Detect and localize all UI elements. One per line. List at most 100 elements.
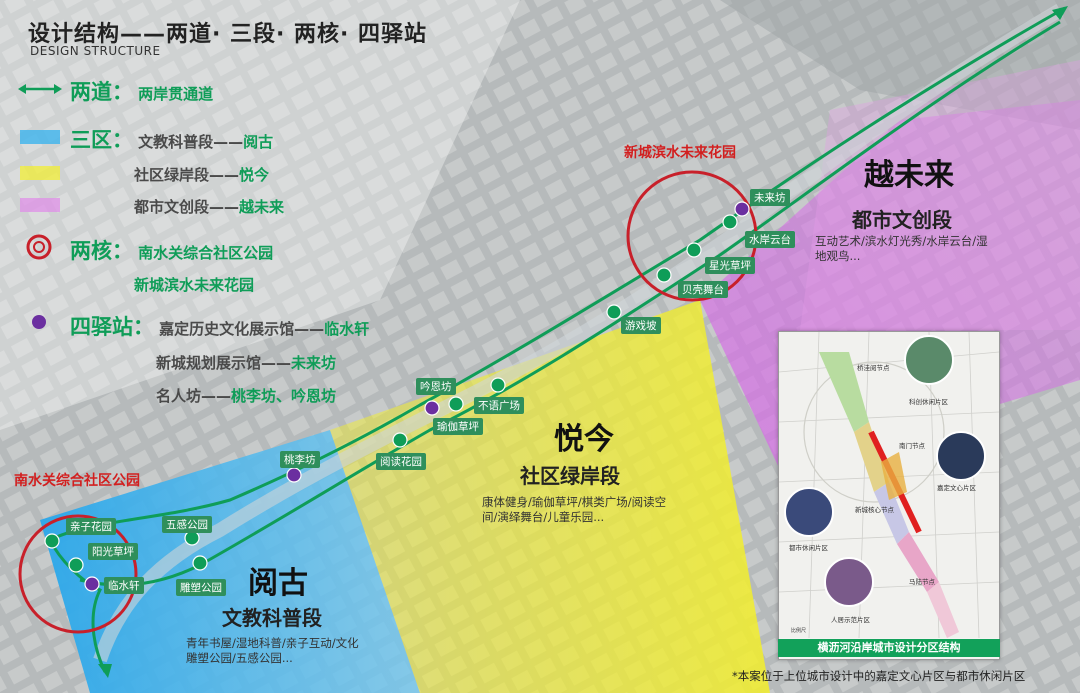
lane-arrow-ne <box>1052 6 1068 20</box>
node-label-yuedu: 阅读花园 <box>376 453 426 470</box>
inset-label-6: 都市休闲片区 <box>789 544 828 552</box>
node-dot-buyu <box>490 377 506 393</box>
legend-sections-key: 三区 <box>70 128 112 152</box>
legend-section-3-prefix: 都市文创段—— <box>134 198 240 216</box>
legend-lane-arrow-left <box>18 84 26 94</box>
legend-section-1: 文教科普段——阅古 <box>138 133 273 151</box>
legend-core-1: 南水关综合社区公园 <box>138 244 274 262</box>
node-label-yinen: 吟恩坊 <box>416 378 456 395</box>
legend-stations-key: 四驿站 <box>70 315 133 339</box>
inset-map: 比例尺 桥洼阅节点 科创休闲片区 南门节点 嘉定文心片区 新城核心节点 都市休闲… <box>778 331 1000 660</box>
legend-station-2-prefix: 新城规划展示馆—— <box>156 354 292 372</box>
zone-yuegu-desc: 青年书屋/湿地科普/亲子互动/文化 雕塑公园/五感公园... <box>186 636 359 665</box>
node-dot-yuedu <box>392 432 408 448</box>
node-dot-qinzi <box>44 533 60 549</box>
legend-station-1: 嘉定历史文化展示馆——临水轩 <box>159 320 369 338</box>
core-north-label: 新城滨水未来花园 <box>624 145 736 161</box>
legend-station-1-name: 临水轩 <box>324 320 370 338</box>
legend-sections: 三区： 文教科普段——阅古 <box>70 124 273 154</box>
legend-lanes-value: 两岸贯通道 <box>138 85 214 103</box>
zone-yuegu-wash <box>40 430 420 693</box>
node-label-shuian: 水岸云台 <box>745 231 795 248</box>
node-label-diaosu: 雕塑公园 <box>176 579 226 596</box>
legend-station-3-prefix: 名人坊—— <box>156 387 232 405</box>
node-dot-linshuixuan <box>84 576 100 592</box>
node-label-yujia: 瑜伽草坪 <box>433 418 483 435</box>
node-label-xingguang: 星光草坪 <box>705 257 755 274</box>
legend-core-ring-outer <box>26 234 52 260</box>
inset-label-7: 马陆节点 <box>909 578 935 586</box>
zone-yuejin-section: 社区绿岸段 <box>520 464 620 488</box>
zone-yueweilai-desc: 互动艺术/滨水灯光秀/水岸云台/湿 地观鸟... <box>815 234 988 263</box>
legend-section-2-prefix: 社区绿岸段—— <box>134 166 240 184</box>
legend-stations-colon: ： <box>133 315 154 339</box>
zone-yuejin-desc: 康体健身/瑜伽草坪/棋类广场/阅读空 间/演绎舞台/儿童乐园... <box>482 495 667 524</box>
node-dot-yinen <box>424 400 440 416</box>
node-dot-yujia <box>448 396 464 412</box>
core-south-label: 南水关综合社区公园 <box>14 473 140 489</box>
legend-station-dot <box>32 315 46 329</box>
inset-label-5: 新城核心节点 <box>855 506 894 514</box>
node-label-beike: 贝壳舞台 <box>678 281 728 298</box>
node-dot-shuian <box>722 214 738 230</box>
node-label-wugan: 五感公园 <box>162 516 212 533</box>
legend-cores: 两核： 南水关综合社区公园 <box>70 235 273 265</box>
node-dot-weilai <box>734 201 750 217</box>
svg-text:比例尺: 比例尺 <box>791 627 806 634</box>
legend-section-1-name: 阅古 <box>243 133 274 151</box>
legend-lane-arrow-right <box>54 84 62 94</box>
legend-section-1-prefix: 文教科普段—— <box>138 133 244 151</box>
zone-yuejin-name: 悦今 <box>554 422 614 457</box>
inset-caption: 横沥河沿岸城市设计分区结构 <box>778 639 1000 657</box>
legend-section-3-name: 越未来 <box>239 198 285 216</box>
zone-yuejin-wash <box>330 300 770 693</box>
node-dot-beike <box>656 267 672 283</box>
legend-cores-colon: ： <box>112 239 133 263</box>
legend-station-2: 新城规划展示馆——未来坊 <box>156 352 336 373</box>
legend-station-3-name: 桃李坊、吟恩坊 <box>231 387 337 405</box>
legend-lanes-key: 两道 <box>70 80 112 104</box>
zone-yueweilai-name: 越未来 <box>864 158 954 193</box>
legend-cores-key: 两核 <box>70 239 112 263</box>
zone-yuegu-name: 阅古 <box>248 566 308 601</box>
node-label-qinzi: 亲子花园 <box>66 518 116 535</box>
node-label-weilai: 未来坊 <box>750 189 790 206</box>
node-label-linshuixuan: 临水轩 <box>104 577 144 594</box>
inset-label-3: 南门节点 <box>899 442 925 450</box>
node-label-youxi: 游戏坡 <box>621 317 661 334</box>
legend-core-ring-inner <box>33 241 45 253</box>
page-title: 设计结构——两道· 三段· 两核· 四驿站 <box>28 22 428 47</box>
lane-arrow-sw <box>98 664 112 678</box>
node-dot-wugan <box>184 530 200 546</box>
node-dot-diaosu <box>192 555 208 571</box>
zone-yuegu-section: 文教科普段 <box>222 606 322 630</box>
lane-north <box>47 6 1066 673</box>
legend-sections-colon: ： <box>112 128 133 152</box>
legend-swatch-purple <box>20 198 60 212</box>
node-dot-xingguang <box>686 242 702 258</box>
legend-swatch-yellow <box>20 166 60 180</box>
legend-lanes-colon: ： <box>112 80 133 104</box>
footnote: *本案位于上位城市设计中的嘉定文心片区与都市休闲片区 <box>732 669 1026 683</box>
legend-core-2: 新城滨水未来花园 <box>134 276 255 294</box>
legend-swatch-blue <box>20 130 60 144</box>
legend-station-2-name: 未来坊 <box>291 354 337 372</box>
node-label-yangguang: 阳光草坪 <box>88 543 138 560</box>
core-south-circle <box>18 514 138 634</box>
node-dot-taoli <box>286 467 302 483</box>
legend-section-2-name: 悦今 <box>239 166 270 184</box>
legend-station-1-prefix: 嘉定历史文化展示馆—— <box>159 320 325 338</box>
inset-label-8: 人居示范片区 <box>831 616 870 624</box>
inset-label-4: 嘉定文心片区 <box>937 484 976 492</box>
inset-label-2: 科创休闲片区 <box>909 398 948 406</box>
node-dot-youxi <box>606 304 622 320</box>
node-label-taoli: 桃李坊 <box>280 451 320 468</box>
zone-yueweilai-section: 都市文创段 <box>852 208 952 232</box>
node-label-buyu: 不语广场 <box>474 397 524 414</box>
inset-map-canvas: 比例尺 <box>778 331 1000 639</box>
legend-station-3: 名人坊——桃李坊、吟恩坊 <box>156 385 336 406</box>
legend-section-2: 社区绿岸段——悦今 <box>134 164 269 185</box>
legend-section-3: 都市文创段——越未来 <box>134 196 284 217</box>
legend-stations: 四驿站： 嘉定历史文化展示馆——临水轩 <box>70 311 369 341</box>
